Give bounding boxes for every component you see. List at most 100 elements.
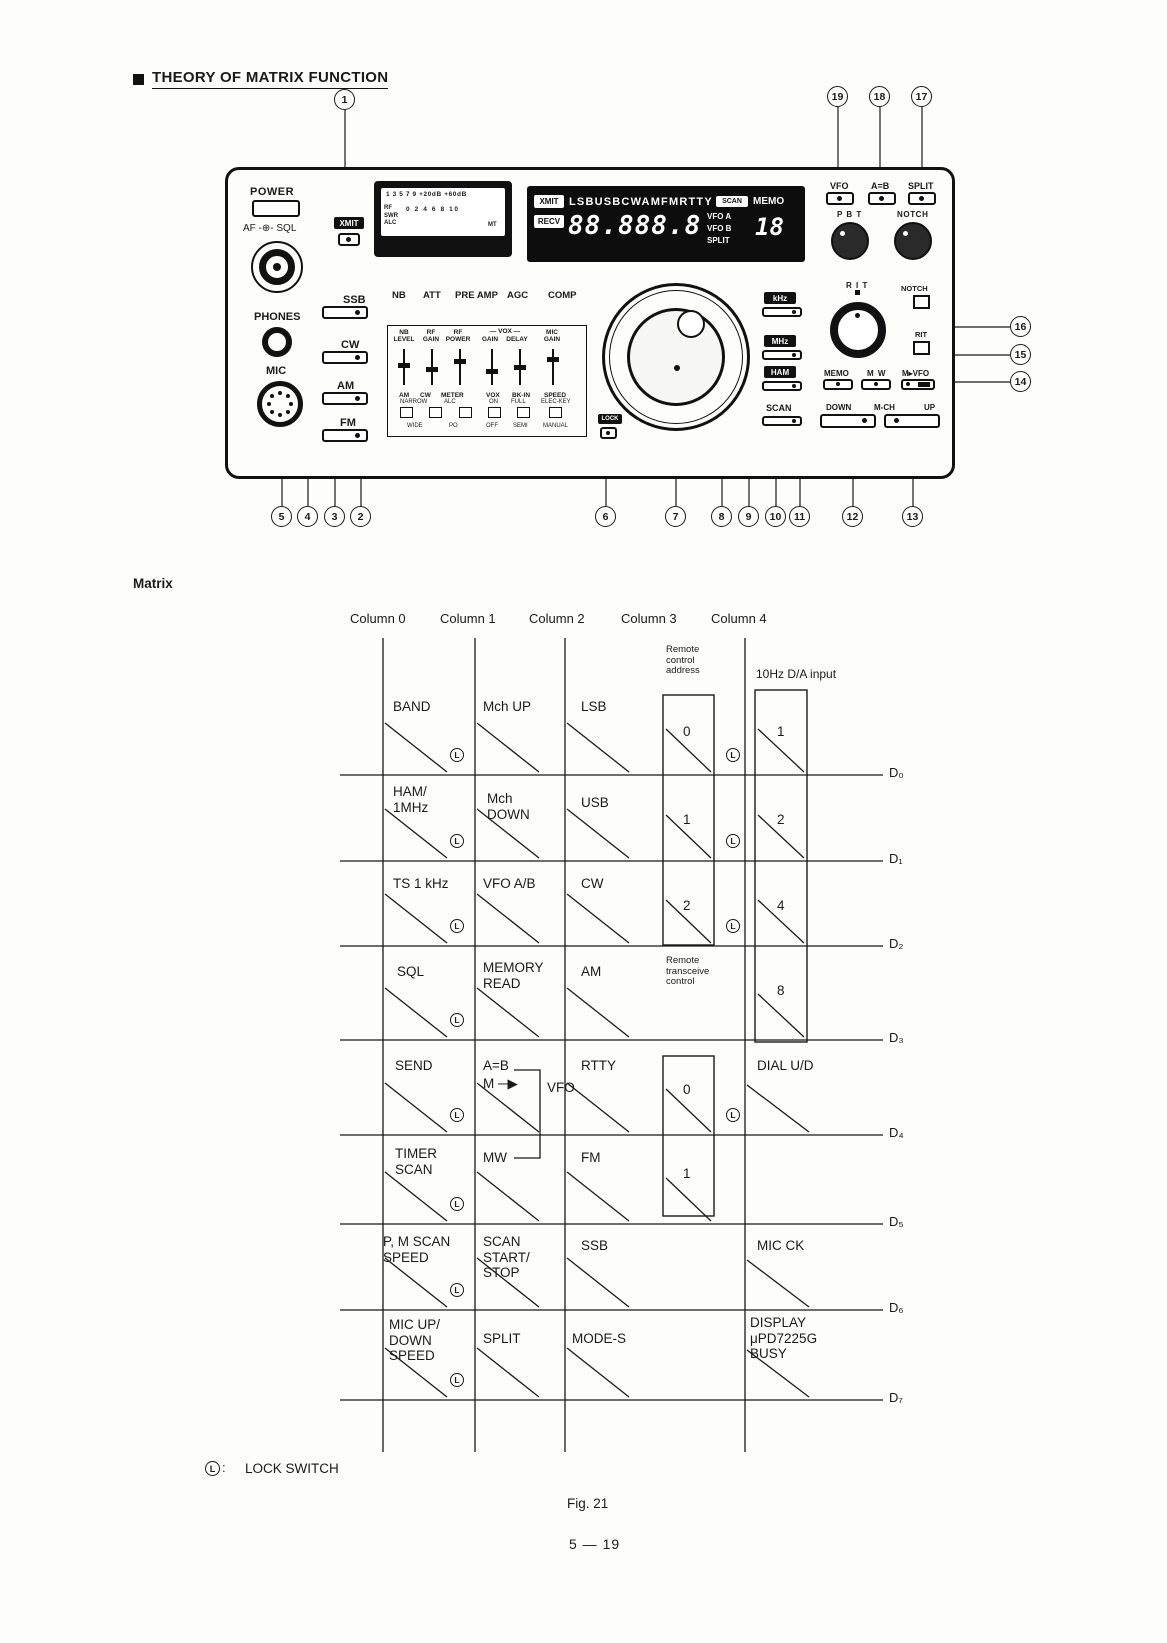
tuning-knob-face [627,308,725,406]
rit-marker [855,290,860,295]
xmit-button[interactable] [338,233,360,246]
af-sql-knob-ring [259,249,295,285]
ham-button-dot [792,384,796,388]
khz-button[interactable] [762,307,802,317]
lock-button[interactable] [600,427,617,439]
vox-gain-slider[interactable] [486,349,498,385]
xmit-button-dot [346,237,351,242]
rf-gain-slider[interactable] [426,349,438,385]
mic-gain-slider[interactable] [547,349,559,385]
up-button[interactable] [884,414,940,428]
matrix-cell: LSB [581,699,607,714]
page-title: THEORY OF MATRIX FUNCTION [152,69,389,90]
meter-scale-right: MT [488,222,497,228]
rit-knob[interactable] [830,302,886,358]
notch-switch[interactable] [913,295,930,309]
panel-switch-button[interactable] [517,407,530,418]
matrix-cell: P, M SCAN SPEED [383,1234,451,1265]
ham-button[interactable] [762,381,802,391]
slider-thumb[interactable] [514,365,526,370]
split-button-dot [919,196,924,201]
att-label: ATT [423,290,441,301]
slider-thumb[interactable] [486,369,498,374]
callout-16: 16 [1010,316,1031,337]
matrix-cell: 1 [777,724,785,739]
callout-13: 13 [902,506,923,527]
lock-switch-badge: L [450,1283,464,1297]
notch-label: NOTCH [897,210,929,219]
matrix-cell: Mch UP [483,699,532,714]
notch-knob[interactable] [894,222,932,260]
pre-amp-label: PRE AMP [455,290,498,301]
bkin-switch-label: BK-IN [512,392,531,399]
lock-switch-badge: L [726,748,740,762]
figure-caption: Fig. 21 [567,1496,609,1511]
rf-gain-label: RF GAIN [422,329,440,344]
matrix-cell: TS 1 kHz [393,876,449,891]
ssb-button[interactable] [322,306,368,319]
af-sql-knob[interactable] [251,241,303,293]
lock-switch-badge: L [726,919,740,933]
pbt-knob[interactable] [831,222,869,260]
panel-switch-button[interactable] [488,407,501,418]
rit-switch[interactable] [913,341,930,355]
mw-button[interactable] [861,379,891,390]
matrix-grid-lines [340,638,883,1452]
lock-switch-badge: L [450,834,464,848]
rf-power-slider[interactable] [454,349,466,385]
am-button[interactable] [322,392,368,405]
m-vfo-button[interactable] [901,379,935,390]
mic-pin [286,410,290,414]
vox-delay-label: DELAY [506,336,528,343]
display-frequency: 88.888.8 [568,211,702,241]
fm-button[interactable] [322,429,368,442]
down-button[interactable] [820,414,876,428]
matrix-cell: Mch DOWN [487,791,530,822]
off-label: OFF [486,423,498,429]
vox-delay-slider[interactable] [514,349,526,385]
vfo-button[interactable] [826,192,854,205]
a-eq-b-mw-bracket [514,1069,541,1159]
matrix-cell: SEND [395,1058,433,1073]
memo-button-dot [836,382,840,386]
slider-thumb[interactable] [454,359,466,364]
matrix-cell: MIC CK [757,1238,805,1253]
nb-level-slider[interactable] [398,349,410,385]
panel-switch-button[interactable] [429,407,442,418]
m-vfo-panel-label: M▸VFO [902,369,930,378]
split-button[interactable] [908,192,936,205]
mic-pin [278,391,282,395]
display-vfo-b: VFO B [707,224,732,233]
scan-button[interactable] [762,416,802,426]
cw-button[interactable] [322,351,368,364]
a-eq-b-panel-label: A=B [871,181,890,191]
panel-switch-button[interactable] [400,407,413,418]
da-input-note: 10Hz D/A input [756,667,837,681]
callout-10: 10 [765,506,786,527]
mic-connector [257,381,303,427]
matrix-cell: AM [581,964,602,979]
mic-pin [286,394,290,398]
slider-thumb[interactable] [398,363,410,368]
mw-panel-label: M W [867,369,887,378]
memo-button[interactable] [823,379,853,390]
power-button[interactable] [252,200,300,217]
matrix-cell: CW [581,876,604,891]
split-panel-label: SPLIT [908,181,934,191]
main-tuning-knob[interactable] [602,283,750,431]
slider-thumb[interactable] [426,367,438,372]
panel-switch-button[interactable] [549,407,562,418]
panel-switch-button[interactable] [459,407,472,418]
slider-thumb[interactable] [547,357,559,362]
callout-3: 3 [324,506,345,527]
matrix-cell: SSB [581,1238,609,1253]
meter-scale-left: RF SWR ALC [384,205,398,226]
remote-transceive-note: Remote transceive control [666,955,710,987]
callout-11: 11 [789,506,810,527]
meter-scale-mid: 0 2 4 6 8 10 [406,206,460,213]
mhz-button[interactable] [762,350,802,360]
khz-panel-label: kHz [764,292,796,304]
a-eq-b-button[interactable] [868,192,896,205]
rit-switch-label: RIT [915,330,928,339]
lock-switch-badge: L [450,1108,464,1122]
